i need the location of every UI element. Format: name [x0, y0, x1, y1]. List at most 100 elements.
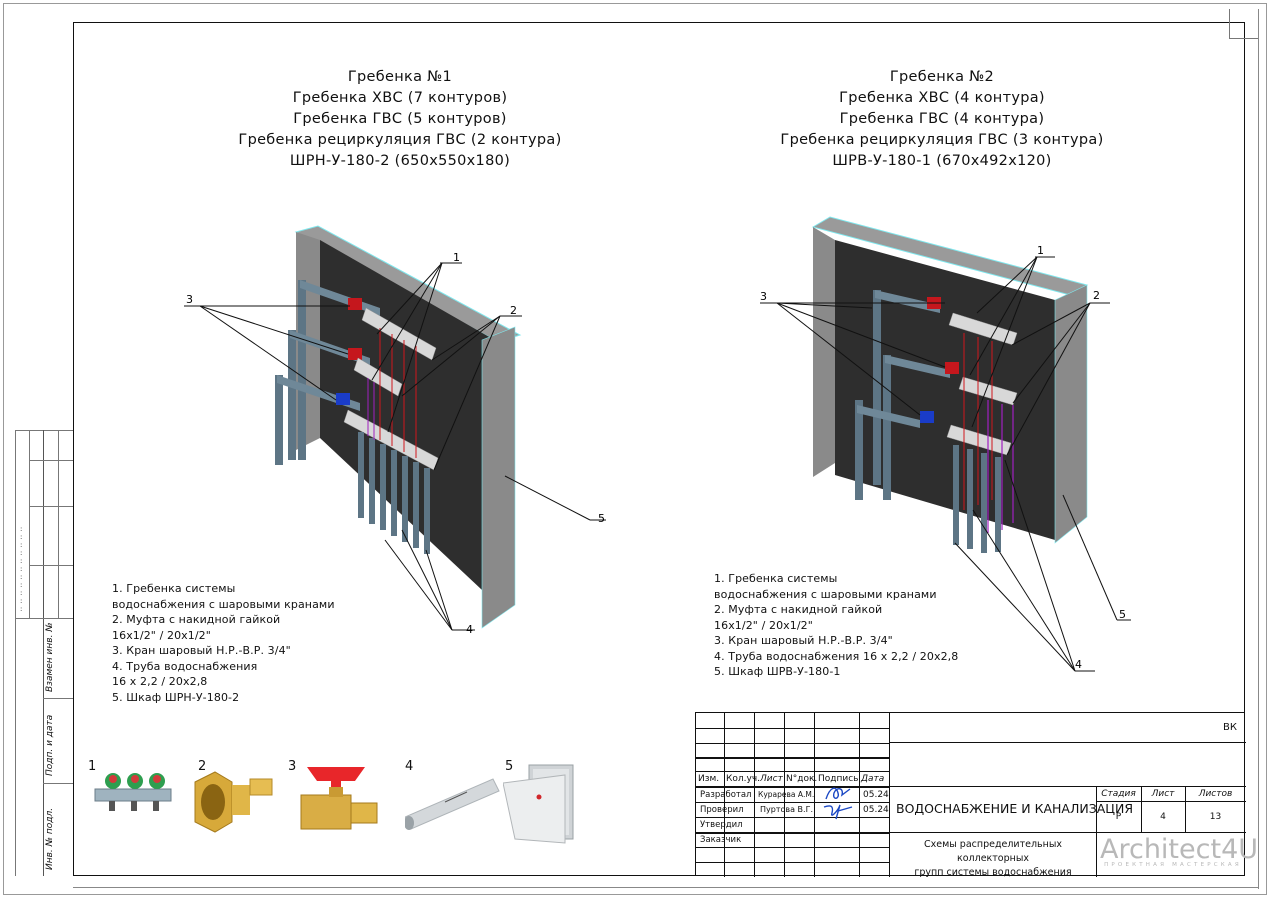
hot-outlet-lines	[379, 328, 417, 458]
date-developer: 05.24	[863, 789, 889, 800]
riser-pipe-recirc	[288, 330, 296, 460]
manifold-2-title-line: ШРВ-У-180-1 (670х492х120)	[832, 153, 1052, 169]
sheet-title-line: Схемы распределительных коллекторных	[924, 839, 1062, 864]
manifold-2-title-line: Гребенка ХВС (4 контура)	[839, 90, 1045, 106]
outlet-pipes-2	[953, 445, 1001, 553]
cabinet-1-right-side	[481, 326, 516, 629]
legend-line: 5. Шкаф ШРН-У-180-2	[112, 690, 240, 704]
legend-line: 4. Труба водоснабжения 16 х 2,2 / 20х2,8	[714, 649, 959, 663]
legend-line: водоснабжения с шаровыми кранами	[714, 587, 937, 601]
manifold-1-title-line: ШРН-У-180-2 (650х550х180)	[289, 153, 511, 169]
role-developer: Разработал	[700, 789, 752, 800]
architect4u-logo: Architect4U ПРОЕКТНАЯ МАСТЕРСКАЯ	[1100, 834, 1259, 868]
sheet-label: Лист	[1151, 789, 1175, 799]
leader-lines-1	[184, 262, 606, 631]
cabinet-2-back	[835, 240, 1055, 540]
sheet-value: 4	[1160, 812, 1166, 822]
photo-number: 1	[88, 759, 97, 774]
riser-pipe-hot	[298, 280, 306, 460]
leader-lines-2	[760, 256, 1131, 672]
manifold-2-title: Гребенка №2 Гребенка ХВС (4 контура) Гре…	[742, 67, 1142, 172]
legend-line: 16 х 2,2 / 20х2,8	[112, 675, 208, 688]
date-checker: 05.24	[863, 804, 889, 815]
legend-line: 5. Шкаф ШРВ-У-180-1	[714, 665, 841, 678]
discipline-code: ВК	[1223, 722, 1237, 733]
legend-line: 16х1/2" / 20х1/2"	[112, 628, 211, 642]
cabinet-1-back	[320, 240, 498, 605]
header-kol-uch: Кол.уч.	[726, 774, 761, 784]
manifold-2-title-line: Гребенка рециркуляция ГВС (3 контура)	[780, 132, 1104, 148]
logo-subtitle: ПРОЕКТНАЯ МАСТЕРСКАЯ	[1104, 862, 1242, 868]
recirc-outlet-lines	[367, 378, 375, 440]
manifold-1-title-line: Гребенка ГВС (5 контуров)	[293, 111, 507, 127]
role-customer: Заказчик	[700, 834, 742, 845]
cabinet-photo	[503, 764, 574, 844]
header-podpis: Подпись	[818, 774, 859, 784]
side-stamp: ::::::::::: Взамен инв. № Подп. и дата И…	[15, 430, 73, 876]
recirc-supply-pipe	[885, 355, 950, 378]
right-edge-line	[1258, 9, 1259, 889]
sheet-title-line: групп системы водоснабжения	[914, 867, 1072, 878]
name-checker: Пуртова В.Г.	[760, 805, 813, 814]
callout-5: 5	[598, 512, 605, 525]
manifold-1-drawing: 1 2 3 4 5	[184, 225, 606, 636]
riser-pipe-hot	[873, 290, 881, 485]
sheets-value: 13	[1209, 812, 1222, 822]
ball-valve-cold	[920, 411, 934, 423]
riser-pipe-cold	[855, 400, 863, 500]
manifold-2-drawing: 1 2 3 4 5	[760, 216, 1131, 672]
manifold-1-title-line: Гребенка ХВС (7 контуров)	[292, 90, 508, 106]
header-izm: Изм.	[698, 774, 720, 784]
signature-developer	[825, 787, 851, 800]
logo-text: Architect4U	[1100, 834, 1259, 865]
manifold-2-legend: 1. Гребенка системы водоснабжения с шаро…	[714, 571, 958, 680]
side-label-inv-original: Инв. № подл.	[45, 807, 55, 870]
photo-number: 3	[288, 759, 297, 774]
corner-mark	[1229, 9, 1230, 39]
cabinet-2-right-side	[1054, 284, 1088, 544]
riser-pipe-recirc	[883, 355, 891, 500]
legend-line: 4. Труба водоснабжения	[112, 659, 258, 673]
legend-line: 2. Муфта с накидной гайкой	[112, 613, 281, 626]
callout-1: 1	[1037, 244, 1044, 257]
stage-label: Стадия	[1101, 789, 1136, 799]
title-block: Изм. Кол.уч. Лист N°док. Подпись Дата Ра…	[695, 712, 1259, 878]
header-list: Лист	[760, 774, 783, 784]
role-checker: Проверил	[700, 804, 744, 815]
product-photos: 1 2 3 4 5	[85, 755, 605, 855]
manifold-2-title-line: Гребенка №2	[889, 69, 995, 85]
callout-3: 3	[760, 290, 767, 303]
coupling-nut-photo	[194, 771, 273, 833]
callout-5: 5	[1119, 608, 1126, 621]
legend-line: 3. Кран шаровый Н.Р.-В.Р. 3/4"	[714, 634, 893, 647]
callout-2: 2	[1093, 289, 1100, 302]
drawing-frame	[73, 22, 1245, 876]
legend-line: 1. Гребенка системы	[112, 582, 236, 595]
side-label-replaced-inv: Взамен инв. №	[45, 622, 55, 692]
manifold-1-title: Гребенка №1 Гребенка ХВС (7 контуров) Гр…	[200, 67, 600, 172]
side-label-sign-date: Подп. и дата	[45, 714, 55, 776]
callout-4: 4	[466, 623, 473, 636]
legend-line: 3. Кран шаровый Н.Р.-В.Р. 3/4"	[112, 644, 291, 657]
side-stamp-dots: :::::::::::	[20, 525, 23, 613]
manifold-1-title-line: Гребенка рециркуляция ГВС (2 контура)	[238, 132, 562, 148]
header-n-dok: N°док.	[786, 774, 818, 784]
outlet-pipes-1	[358, 432, 430, 554]
cabinet-2-left-side	[813, 227, 835, 477]
bottom-format-line	[73, 887, 1258, 888]
name-developer: Курарева А.М.	[758, 790, 815, 799]
ball-valve-cold	[336, 393, 350, 405]
ball-valve-recirc	[348, 348, 362, 360]
photo-number: 5	[505, 759, 514, 774]
callout-3: 3	[186, 293, 193, 306]
pipe-photo	[405, 778, 500, 830]
manifold-1-title-line: Гребенка №1	[347, 69, 453, 85]
legend-line: 2. Муфта с накидной гайкой	[714, 603, 883, 616]
ball-valve-recirc	[945, 362, 959, 374]
manifold-recirc-body	[353, 357, 403, 397]
sheet-title: Схемы распределительных коллекторных гру…	[893, 838, 1093, 880]
header-data: Дата	[861, 774, 885, 784]
stage-value: Р	[1115, 812, 1122, 822]
ball-valve-hot	[348, 298, 362, 310]
sheets-label: Листов	[1198, 789, 1233, 799]
